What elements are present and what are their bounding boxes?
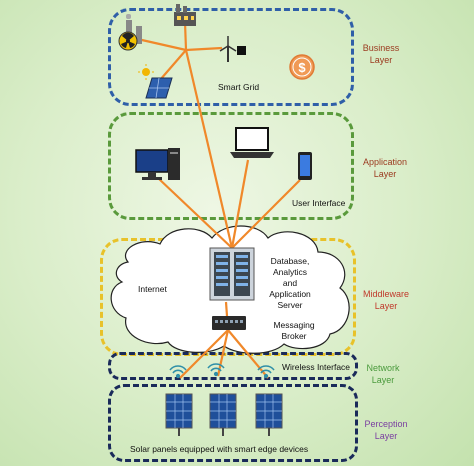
business-layer-label: Business Layer <box>356 42 406 66</box>
sun-icon <box>138 64 154 80</box>
perception-layer-label: Perception Layer <box>358 418 414 442</box>
application-layer-label-line: Layer <box>373 169 397 179</box>
desktop-to-server-line <box>157 177 233 249</box>
grid-link-solar <box>159 49 187 81</box>
wifi-icon <box>207 363 225 377</box>
server-label-line: Server <box>277 300 303 310</box>
user-interface-label: User Interface <box>292 198 346 208</box>
broker-to-wifi-3-line <box>227 329 269 379</box>
network-layer-label: Network Layer <box>358 362 408 386</box>
smartphone-icon <box>298 152 312 180</box>
smart-grid-label: Smart Grid <box>218 82 260 92</box>
wind-turbine-icon <box>219 36 246 62</box>
wireless-interface-label: Wireless Interface <box>282 362 351 372</box>
internet-label: Internet <box>138 284 167 294</box>
business-layer-box <box>108 8 354 106</box>
middleware-layer-label-line: Middleware <box>362 289 410 299</box>
network-switch-icon <box>212 316 246 330</box>
broker-label-line: Messaging <box>273 320 315 330</box>
business-layer-label-line: Business <box>362 43 400 53</box>
network-layer-label-line: Layer <box>371 375 395 385</box>
desktop-computer-icon <box>135 148 180 180</box>
server-label-line: Database, <box>270 256 310 266</box>
server-label-line: and <box>282 278 298 288</box>
grid-to-server-line <box>184 49 234 249</box>
solar-panel-icon <box>255 393 283 436</box>
wifi-icon <box>257 365 275 379</box>
perception-layer-label-line: Perception <box>364 419 408 429</box>
solar-panel-icon <box>209 393 237 436</box>
broker-to-wifi-2-line <box>216 329 230 377</box>
network-layer-label-line: Network <box>366 363 400 373</box>
middleware-layer-label: Middleware Layer <box>358 288 414 312</box>
broker-label-line: Broker <box>281 331 307 341</box>
server-label: Database, Analytics and Application Serv… <box>262 256 318 311</box>
factory-icon <box>174 4 196 26</box>
phone-to-server-line <box>231 179 301 249</box>
perception-layer-label-line: Layer <box>374 431 398 441</box>
business-layer-label-line: Layer <box>369 55 393 65</box>
laptop-icon <box>230 127 274 158</box>
middleware-layer-label-line: Layer <box>374 301 398 311</box>
perception-layer-box <box>108 384 358 462</box>
application-layer-label-line: Application <box>362 157 408 167</box>
application-layer-label: Application Layer <box>356 156 414 180</box>
messaging-broker-label: Messaging Broker <box>268 320 320 342</box>
laptop-to-server-line <box>230 159 250 249</box>
solar-panel-icon <box>145 77 173 99</box>
nuclear-plant-icon <box>118 14 142 51</box>
svg-text:$: $ <box>298 60 306 75</box>
solar-panel-icon <box>165 393 193 436</box>
grid-link-wind <box>185 46 223 52</box>
network-layer-box <box>108 352 358 380</box>
server-label-line: Application <box>269 289 311 299</box>
grid-link-factory <box>183 21 188 51</box>
solar-caption: Solar panels equipped with smart edge de… <box>130 444 309 454</box>
dollar-icon: $ <box>289 54 315 80</box>
application-layer-box <box>108 112 354 220</box>
broker-to-wifi-1-line <box>179 329 229 379</box>
server-rack-icon <box>209 247 255 301</box>
server-label-line: Analytics <box>272 267 307 277</box>
wifi-icon <box>169 365 187 379</box>
